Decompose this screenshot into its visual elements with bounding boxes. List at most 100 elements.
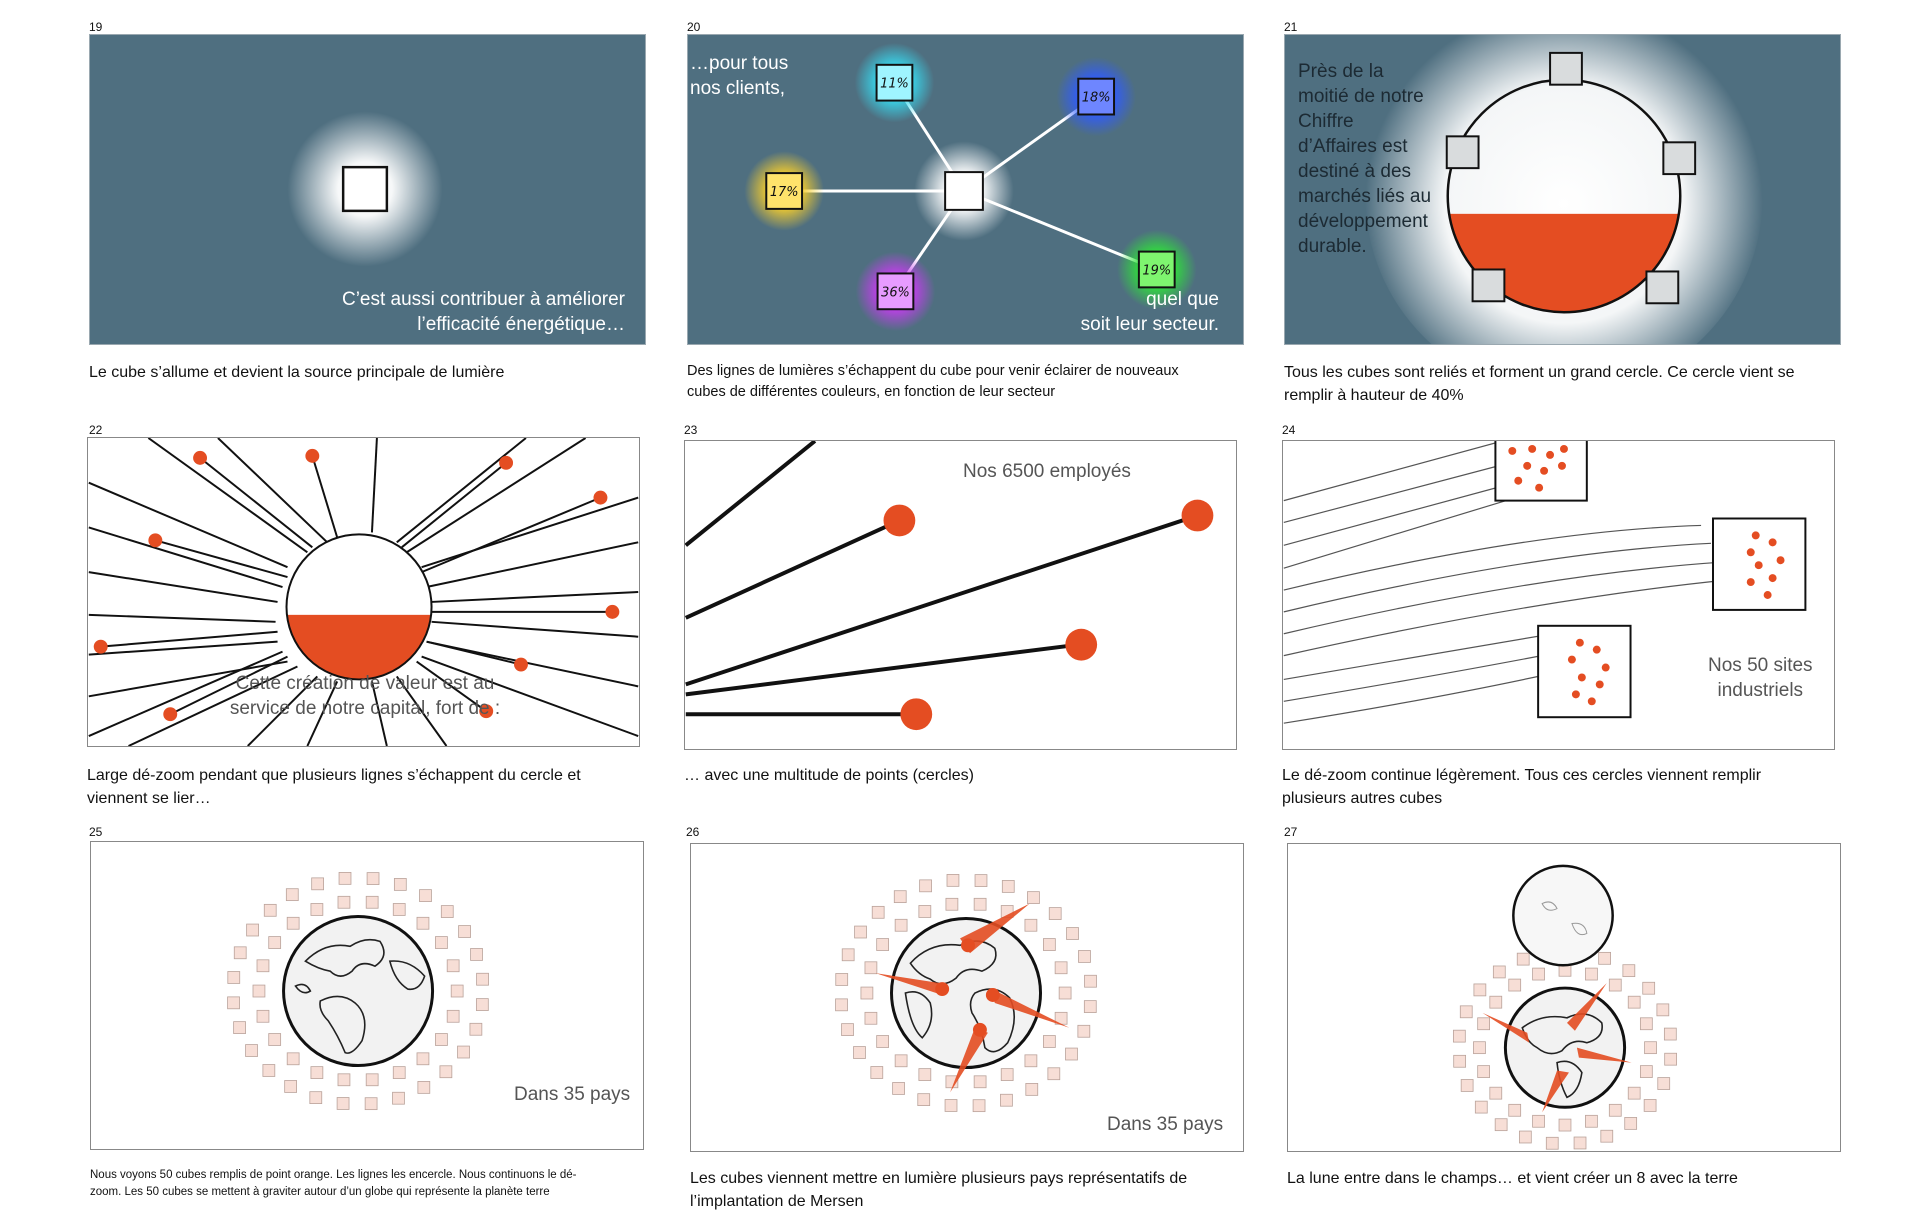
cube-icon: [1573, 1136, 1587, 1150]
cube-icon: [864, 961, 878, 975]
cube-icon: [338, 872, 352, 885]
cube-icon: [1627, 995, 1641, 1009]
cube-icon: [1664, 1052, 1677, 1066]
cube-icon: [1627, 1086, 1641, 1100]
cube-icon: [457, 1045, 470, 1059]
percent-label: 11%: [880, 77, 909, 92]
frame-text-line: industriels: [1717, 680, 1804, 701]
caption-24: Le dé-zoom continue légèrement. Tous ces…: [1282, 764, 1761, 810]
cube-icon: [973, 897, 987, 911]
cube-icon: [1001, 880, 1015, 893]
cube-icon: [893, 890, 907, 904]
cube-icon: [1048, 907, 1062, 920]
cube-icon: [1549, 51, 1583, 86]
cube-icon: [1518, 1130, 1532, 1144]
cube-icon: [227, 971, 241, 984]
frame-text-line: durable.: [1298, 236, 1367, 257]
cube-icon: [1598, 951, 1611, 965]
cube-icon: [1459, 1005, 1473, 1019]
cube-icon: [841, 1023, 854, 1036]
cube-icon: [1027, 891, 1040, 904]
cube-icon: [1453, 1054, 1467, 1068]
cube-icon: [919, 879, 932, 893]
storyboard-frame-19: C’est aussi contribuer à améliorer l’eff…: [89, 34, 646, 345]
cube-icon: [252, 984, 266, 998]
cube-icon: [876, 272, 915, 311]
caption-line: viennent se lier…: [87, 790, 211, 807]
panel-number: 27: [1284, 825, 1298, 839]
percent-label: 17%: [770, 185, 799, 200]
cube-icon: [864, 1011, 878, 1025]
cube-icon: [246, 923, 259, 937]
cube-icon: [310, 1066, 324, 1079]
cube-icon: [1508, 1103, 1522, 1117]
cube-icon: [1608, 1103, 1622, 1117]
frame-text-line: marchés liés au: [1298, 186, 1432, 207]
cube-icon: [364, 1097, 378, 1111]
cube-icon: [1624, 1117, 1638, 1130]
cube-icon: [286, 1052, 300, 1066]
cube-icon: [918, 905, 932, 918]
globe-with-cubes-illustration: [227, 872, 489, 1111]
cube-icon: [835, 998, 848, 1012]
panel-number: 20: [687, 20, 701, 34]
cube-icon: [1471, 268, 1506, 303]
frame-text-line: d’Affaires est: [1298, 136, 1408, 157]
cube-icon: [1066, 927, 1079, 940]
panel-number: 21: [1284, 20, 1298, 34]
cube-icon: [944, 171, 984, 211]
cube-icon: [233, 1021, 246, 1034]
cube-icon: [1078, 950, 1091, 963]
cube-icon: [1657, 1077, 1671, 1090]
cube-icon: [946, 874, 960, 887]
cube-icon: [1532, 967, 1545, 981]
cube-icon: [1643, 1099, 1657, 1112]
caption-line: Des lignes de lumières s’échappent du cu…: [687, 363, 1179, 379]
cube-icon: [1065, 1047, 1078, 1061]
cube-icon: [1025, 1083, 1039, 1096]
cube-icon: [1000, 1093, 1013, 1107]
cube-icon: [1047, 1067, 1061, 1081]
cube-icon: [285, 888, 299, 902]
cube-icon: [876, 938, 889, 951]
cube-icon: [365, 1073, 379, 1087]
frame-text-line: développement: [1298, 211, 1428, 232]
cube-icon: [440, 905, 454, 918]
frame-text-line: quel que: [1146, 289, 1219, 310]
cube-icon: [1639, 1065, 1653, 1078]
cube-icon: [1622, 964, 1636, 978]
cube-icon: [1532, 1114, 1545, 1128]
cube-icon: [1662, 141, 1697, 176]
cube-icon: [860, 986, 874, 1000]
caption-line: Tous les cubes sont reliés et forment un…: [1284, 364, 1795, 381]
cube-icon: [876, 1035, 889, 1048]
caption-27: La lune entre dans le champs… et vient c…: [1287, 1170, 1738, 1187]
cube-icon: [1537, 624, 1632, 719]
cube-icon: [1024, 1054, 1038, 1068]
cube-icon: [1545, 1136, 1559, 1150]
cube-icon: [262, 1064, 276, 1077]
cube-icon: [416, 916, 430, 930]
panel-number: 23: [684, 423, 698, 437]
cube-icon: [233, 946, 247, 960]
cube-icon: [944, 1099, 958, 1112]
cube-icon: [469, 1022, 483, 1036]
cube-icon: [286, 916, 300, 930]
caption-23: … avec une multitude de points (cercles): [684, 767, 974, 784]
cube-icon: [365, 895, 379, 909]
cube-icon: [972, 1099, 986, 1113]
frame-text-line: Près de la: [1298, 61, 1384, 82]
cube-icon: [945, 897, 959, 911]
filled-cubes-illustration: [1283, 441, 1807, 724]
cube-icon: [446, 1009, 460, 1023]
panel-number: 26: [686, 825, 700, 839]
cube-icon: [256, 959, 270, 973]
cube-icon: [974, 874, 988, 887]
caption-line: Le dé-zoom continue légèrement. Tous ces…: [1282, 767, 1762, 784]
cube-icon: [470, 948, 483, 961]
cube-icon: [841, 948, 855, 962]
cube-icon: [1516, 952, 1530, 966]
cube-icon: [1083, 1000, 1097, 1013]
caption-19: Le cube s’allume et devient la source pr…: [89, 364, 505, 381]
storyboard-frame-20: 11% 18% 17% 19% 36% …pour tous nos clien…: [687, 34, 1244, 345]
